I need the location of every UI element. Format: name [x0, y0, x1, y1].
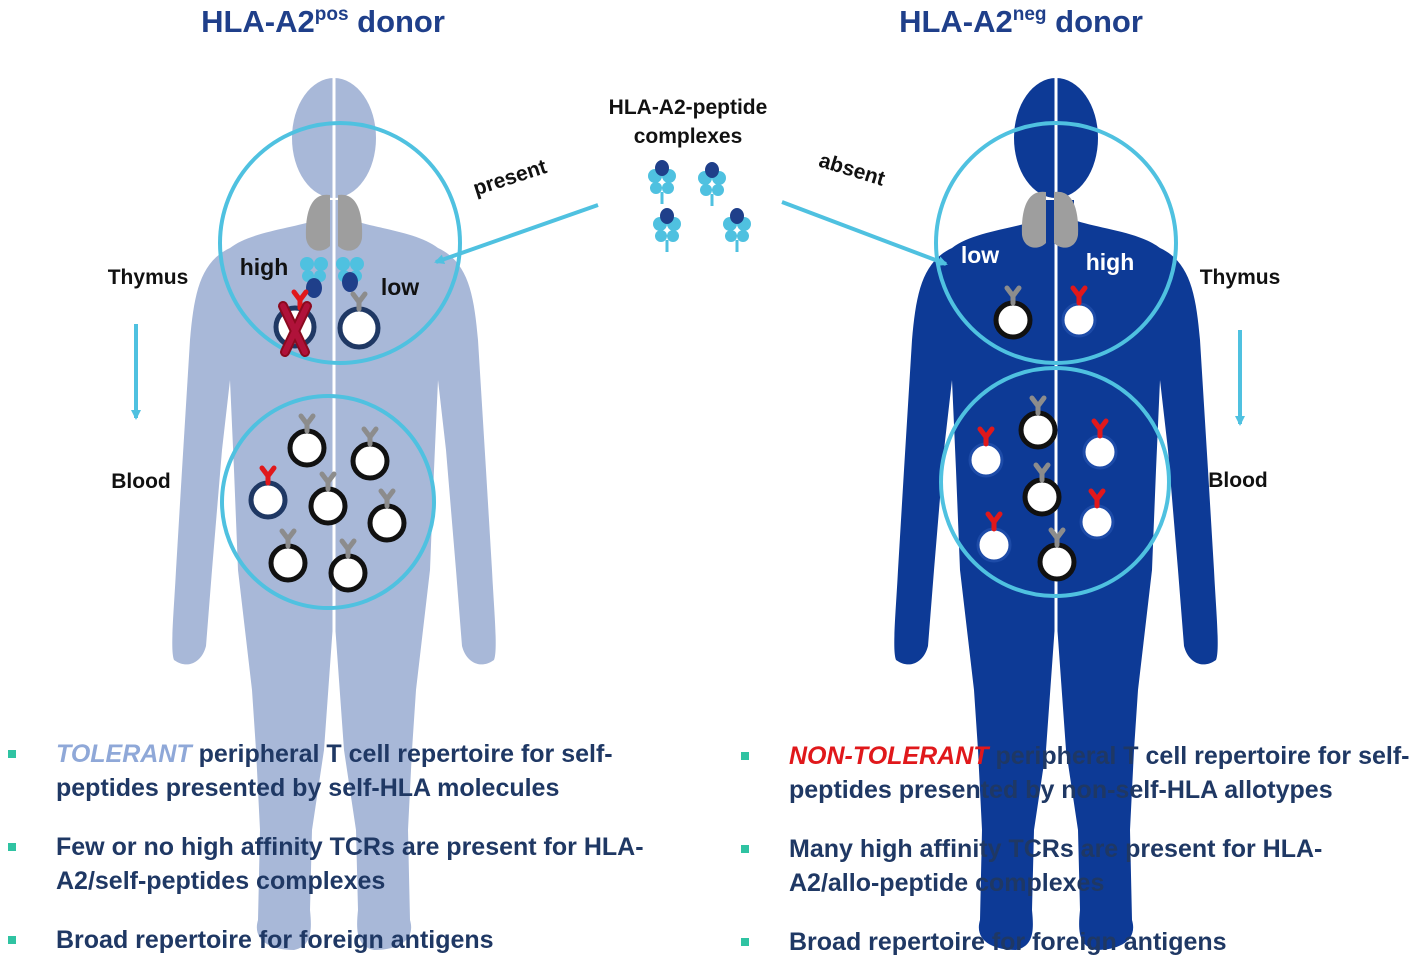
right-thymus-circle: [934, 121, 1178, 365]
left-thymus-organ: [305, 194, 363, 251]
absent-arrow: [781, 200, 948, 266]
non-tolerant-keyword: NON-TOLERANT: [789, 742, 989, 770]
complexes-label-line1: HLA-A2-peptide: [609, 96, 768, 119]
right-blood-circle: [939, 366, 1171, 598]
t-cell-red-tcr: [248, 465, 288, 520]
t-cell-gray-tcr: [1022, 462, 1062, 517]
t-cell-gray-tcr: [367, 488, 407, 543]
absent-label: absent: [816, 149, 887, 191]
right-bullet-2: Many high affinity TCRs are present for …: [741, 832, 1411, 900]
bullet-marker: [741, 938, 749, 946]
t-cell-gray-tcr: [350, 426, 390, 481]
t-cell-red-tcr: [1079, 488, 1115, 540]
left-bullet-1-text: peripheral T cell repertoire for self-pe…: [56, 740, 613, 802]
left-bullet-2-text: Few or no high affinity TCRs are present…: [56, 833, 644, 895]
bullet-marker: [8, 843, 16, 851]
t-cell-gray-tcr: [1018, 395, 1058, 450]
left-bullet-2: Few or no high affinity TCRs are present…: [8, 830, 688, 898]
left-bullet-1: TOLERANT peripheral T cell repertoire fo…: [8, 737, 688, 805]
left-thymus-circle: [218, 121, 462, 365]
bullet-marker: [8, 936, 16, 944]
left-blood-circle: [220, 394, 436, 610]
left-high-label: high: [240, 254, 289, 280]
left-low-label: low: [381, 274, 419, 300]
bullet-marker: [8, 750, 16, 758]
left-bullet-3: Broad repertoire for foreign antigens: [8, 923, 688, 957]
bullet-marker: [741, 845, 749, 853]
right-high-label: high: [1086, 249, 1135, 275]
present-label: present: [470, 155, 549, 200]
present-arrow: [434, 203, 599, 265]
t-cell-gray-tcr: [287, 413, 327, 468]
left-bullet-3-text: Broad repertoire for foreign antigens: [56, 926, 494, 954]
t-cell-red-tcr: [968, 426, 1004, 478]
t-cell-gray-tcr: [993, 285, 1033, 340]
t-cell-gray-tcr: [308, 471, 348, 526]
right-low-label: low: [961, 242, 999, 268]
right-blood-t-cells: [968, 395, 1118, 582]
right-bullet-1-text: peripheral T cell repertoire for self-pe…: [789, 742, 1410, 804]
t-cell-red-tcr: [976, 511, 1012, 563]
right-blood-label: Blood: [1208, 469, 1267, 492]
tolerant-keyword: TOLERANT: [56, 740, 192, 768]
left-blood-label: Blood: [111, 470, 170, 493]
left-thymus-label: Thymus: [108, 266, 189, 289]
left-bullet-list: TOLERANT peripheral T cell repertoire fo…: [8, 737, 688, 957]
t-cell-gray-tcr: [328, 538, 368, 593]
right-thymus-label: Thymus: [1200, 266, 1281, 289]
t-cell-gray-tcr: [268, 528, 308, 583]
left-title: HLA-A2pos donor: [201, 4, 445, 39]
right-donor-figure: [894, 50, 1218, 950]
right-bullet-3: Broad repertoire for foreign antigens: [741, 925, 1411, 959]
right-bullet-1: NON-TOLERANT peripheral T cell repertoir…: [741, 739, 1411, 807]
right-bullet-3-text: Broad repertoire for foreign antigens: [789, 928, 1227, 956]
right-bullet-2-text: Many high affinity TCRs are present for …: [789, 835, 1323, 897]
complexes-label-line2: complexes: [634, 125, 743, 148]
bullet-marker: [741, 752, 749, 760]
left-thymus-surviving-cell: [337, 291, 381, 350]
right-thymus-organ: [1021, 191, 1079, 248]
right-title: HLA-A2neg donor: [899, 4, 1143, 39]
t-cell-red-tcr: [1061, 285, 1097, 338]
right-bullet-list: NON-TOLERANT peripheral T cell repertoir…: [741, 739, 1411, 959]
t-cell-red-tcr: [1082, 418, 1118, 470]
right-thymus-cells: [993, 285, 1097, 340]
left-blood-t-cells: [248, 413, 407, 593]
t-cell-gray-tcr: [1037, 527, 1077, 582]
left-thymus-deleted-cell: [273, 289, 317, 357]
left-thymus-hla-complexes: [300, 257, 364, 298]
center-hla-complexes: [648, 160, 751, 252]
